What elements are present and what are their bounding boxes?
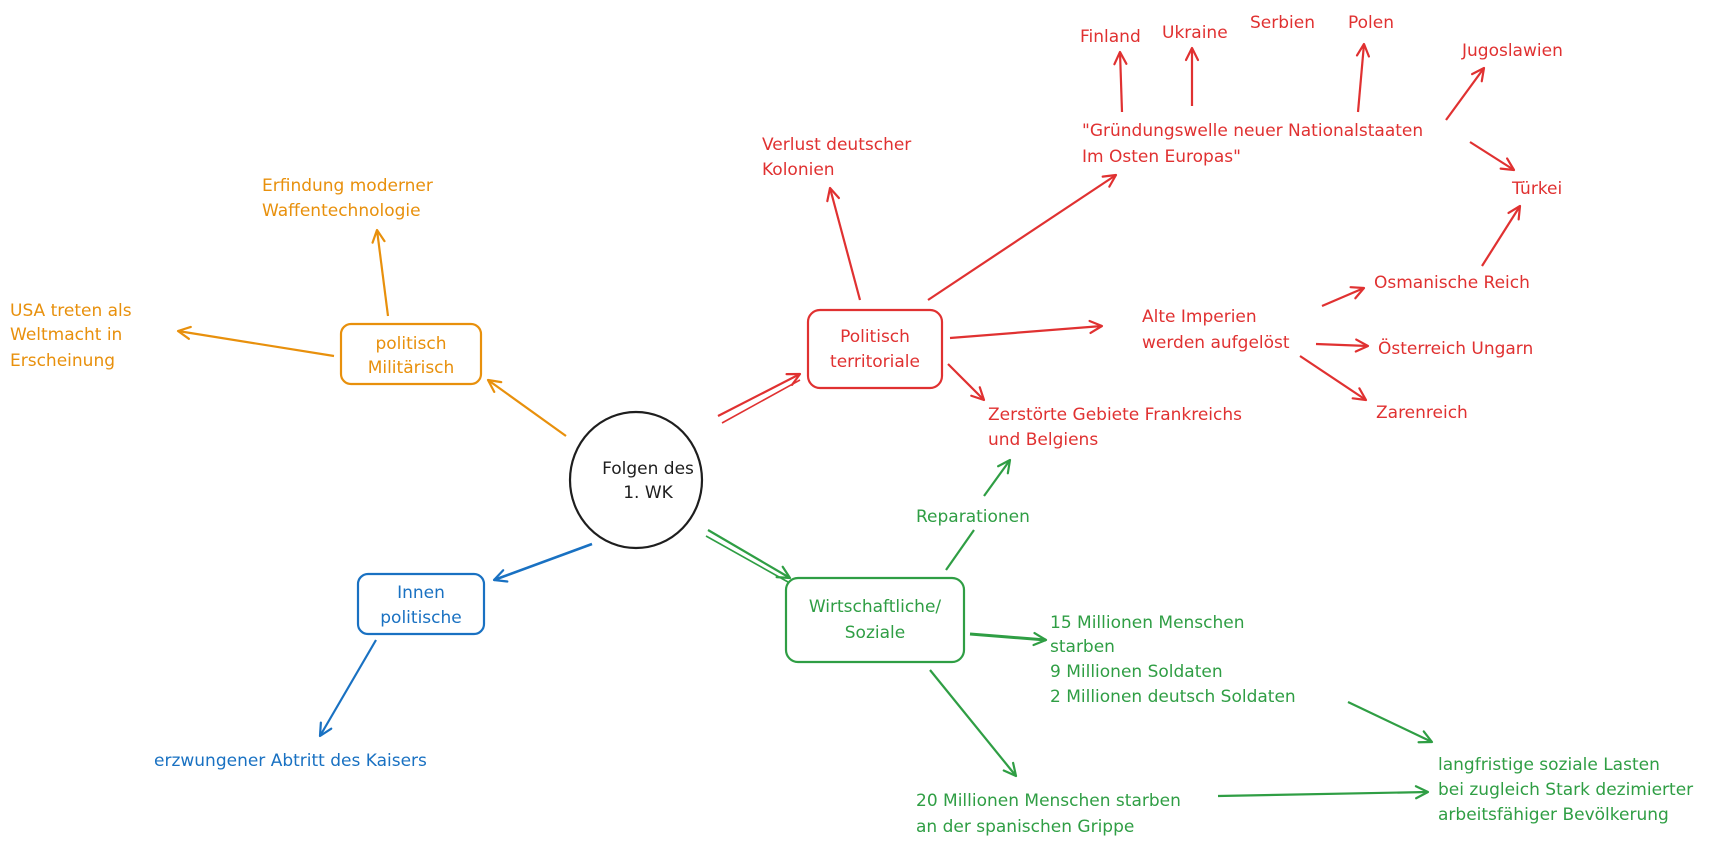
state-ukraine: Ukraine <box>1162 23 1228 43</box>
kaiser-label: erzwungener Abtritt des Kaisers <box>154 751 427 771</box>
arrow-to-turkey <box>1469 141 1516 172</box>
arrow-to-poland <box>1355 42 1371 113</box>
destroyed-line2: und Belgiens <box>988 430 1098 450</box>
empire-ottoman: Osmanische Reich <box>1374 273 1530 293</box>
destroyed-line1: Zerstörte Gebiete Frankreichs <box>988 405 1242 425</box>
economic-box-line1: Wirtschaftliche/ <box>809 597 942 617</box>
arrow-territorial-to-destroyed <box>947 363 986 402</box>
center-node: Folgen des 1. WK <box>568 410 704 550</box>
military-branch: politisch Militärisch Erfindung moderner… <box>10 176 567 437</box>
arrow-to-austria <box>1315 338 1370 353</box>
center-label-line1: Folgen des <box>602 459 694 479</box>
arrow-center-to-territorial <box>717 372 802 417</box>
arrow-to-yugoslavia <box>1445 66 1486 121</box>
arrow-domestic-to-kaiser <box>318 639 377 738</box>
deaths-line4: 2 Millionen deutsch Soldaten <box>1050 687 1296 707</box>
territorial-box <box>806 308 944 390</box>
arrow-to-tsar <box>1299 355 1368 402</box>
empires-line2: werden aufgelöst <box>1142 333 1290 353</box>
arrow-flu-to-longterm <box>1217 785 1430 800</box>
empire-austria: Österreich Ungarn <box>1378 337 1533 359</box>
colonies-line1: Verlust deutscher <box>762 135 911 155</box>
domestic-branch: Innen politische erzwungener Abtritt des… <box>154 542 593 771</box>
deaths-line3: 9 Millionen Soldaten <box>1050 662 1223 682</box>
longterm-line3: arbeitsfähiger Bevölkerung <box>1438 805 1669 825</box>
arrow-reparations-to-destroyed <box>983 458 1012 497</box>
flu-line2: an der spanischen Grippe <box>916 817 1134 837</box>
state-turkey: Türkei <box>1511 179 1562 199</box>
arrow-territorial-to-empires <box>949 319 1104 340</box>
arrow-to-ottoman <box>1321 286 1366 308</box>
arrow-to-finland <box>1113 50 1128 113</box>
territorial-box-line1: Politisch <box>840 327 910 347</box>
arrow-military-to-usa <box>176 325 335 358</box>
reparations-label: Reparationen <box>916 507 1030 527</box>
usa-line1: USA treten als <box>10 301 132 321</box>
arrow-military-to-weapons <box>371 228 390 317</box>
state-finland: Finland <box>1080 27 1141 47</box>
weapons-line1: Erfindung moderner <box>262 176 433 196</box>
longterm-line1: langfristige soziale Lasten <box>1438 755 1660 775</box>
military-box <box>339 322 483 386</box>
domestic-box-line2: politische <box>380 608 461 628</box>
military-box-line2: Militärisch <box>368 358 455 378</box>
arrow-territorial-to-colonies <box>826 186 862 301</box>
territorial-branch: Politisch territoriale Verlust deutscher… <box>717 13 1563 450</box>
usa-line2: Weltmacht in <box>10 325 122 345</box>
state-poland: Polen <box>1348 13 1394 33</box>
arrow-center-to-economic <box>707 529 792 580</box>
colonies-line2: Kolonien <box>762 160 835 180</box>
arrow-center-to-domestic <box>492 542 593 583</box>
domestic-box-line1: Innen <box>397 583 445 603</box>
military-box-line1: politisch <box>375 334 446 354</box>
arrow-economic-to-deaths <box>969 631 1048 647</box>
arrow-economic-to-reparations <box>945 529 975 571</box>
arrow-ottoman-to-turkey <box>1481 204 1522 267</box>
arrow-economic-to-flu <box>929 669 1018 778</box>
economic-box-line2: Soziale <box>845 623 905 643</box>
economic-branch: Wirtschaftliche/ Soziale Reparationen 15… <box>705 458 1693 837</box>
founding-line2: Im Osten Europas" <box>1082 147 1241 167</box>
longterm-line2: bei zugleich Stark dezimierter <box>1438 780 1693 800</box>
weapons-line2: Waffentechnologie <box>262 201 421 221</box>
state-yugoslavia: Jugoslawien <box>1461 41 1563 61</box>
economic-box <box>784 576 966 664</box>
deaths-line2: starben <box>1050 637 1115 657</box>
territorial-box-line2: territoriale <box>830 352 920 372</box>
usa-line3: Erscheinung <box>10 351 115 371</box>
empires-line1: Alte Imperien <box>1142 307 1257 327</box>
deaths-line1: 15 Millionen Menschen <box>1050 613 1245 633</box>
arrow-deaths-to-longterm <box>1347 701 1434 744</box>
empire-tsar: Zarenreich <box>1376 403 1468 423</box>
founding-line1: "Gründungswelle neuer Nationalstaaten <box>1082 121 1423 141</box>
state-serbia: Serbien <box>1250 13 1315 33</box>
arrow-center-to-military <box>486 378 567 437</box>
center-label-line2: 1. WK <box>623 483 673 503</box>
arrow-territorial-to-founding <box>927 173 1118 301</box>
flu-line1: 20 Millionen Menschen starben <box>916 791 1181 811</box>
domestic-box <box>356 572 486 636</box>
